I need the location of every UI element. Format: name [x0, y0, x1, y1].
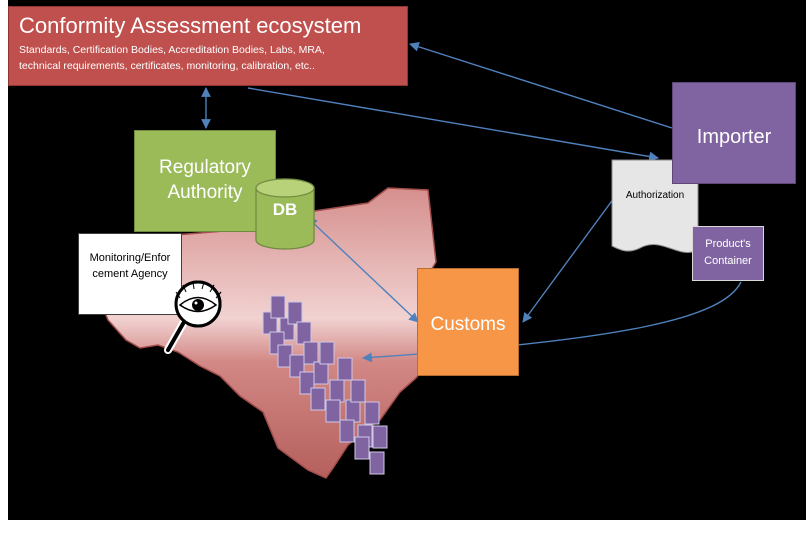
db-label: DB — [272, 200, 298, 219]
diagram-canvas: Conformity Assessment ecosystem Standard… — [8, 0, 806, 520]
authorization-label: Authorization — [625, 190, 685, 201]
monitoring-label-line1: Monitoring/Enfor — [89, 252, 171, 264]
conformity-description-line1: Standards, Certification Bodies, Accredi… — [19, 44, 325, 56]
product-containers — [262, 295, 388, 475]
importer-label: Importer — [696, 126, 772, 148]
importer-box: Importer — [672, 82, 796, 184]
regulatory-label-line1: Regulatory — [159, 157, 251, 178]
conformity-assessment-box: Conformity Assessment ecosystem Standard… — [8, 6, 408, 86]
arrow-conformity-authorization — [247, 87, 659, 162]
arrow-importer-conformity — [409, 42, 673, 129]
product-container-box: Product's Container — [692, 226, 764, 281]
arrow-db-customs — [307, 217, 419, 323]
regulatory-authority-box: Regulatory Authority — [134, 130, 276, 232]
customs-box: Customs — [417, 268, 519, 376]
product-label-line2: Container — [704, 255, 752, 267]
connector-arrows — [201, 42, 742, 363]
regulatory-label-line2: Authority — [167, 182, 243, 203]
product-label-line1: Product's — [705, 238, 751, 250]
conformity-description-line2: technical requirements, certificates, mo… — [19, 60, 315, 72]
customs-label: Customs — [430, 314, 506, 335]
arrow-authorization-customs — [522, 197, 615, 323]
monitoring-agency-box: Monitoring/Enfor cement Agency — [78, 233, 182, 315]
monitoring-label-line2: cement Agency — [92, 268, 168, 280]
conformity-title: Conformity Assessment ecosystem — [19, 13, 362, 38]
